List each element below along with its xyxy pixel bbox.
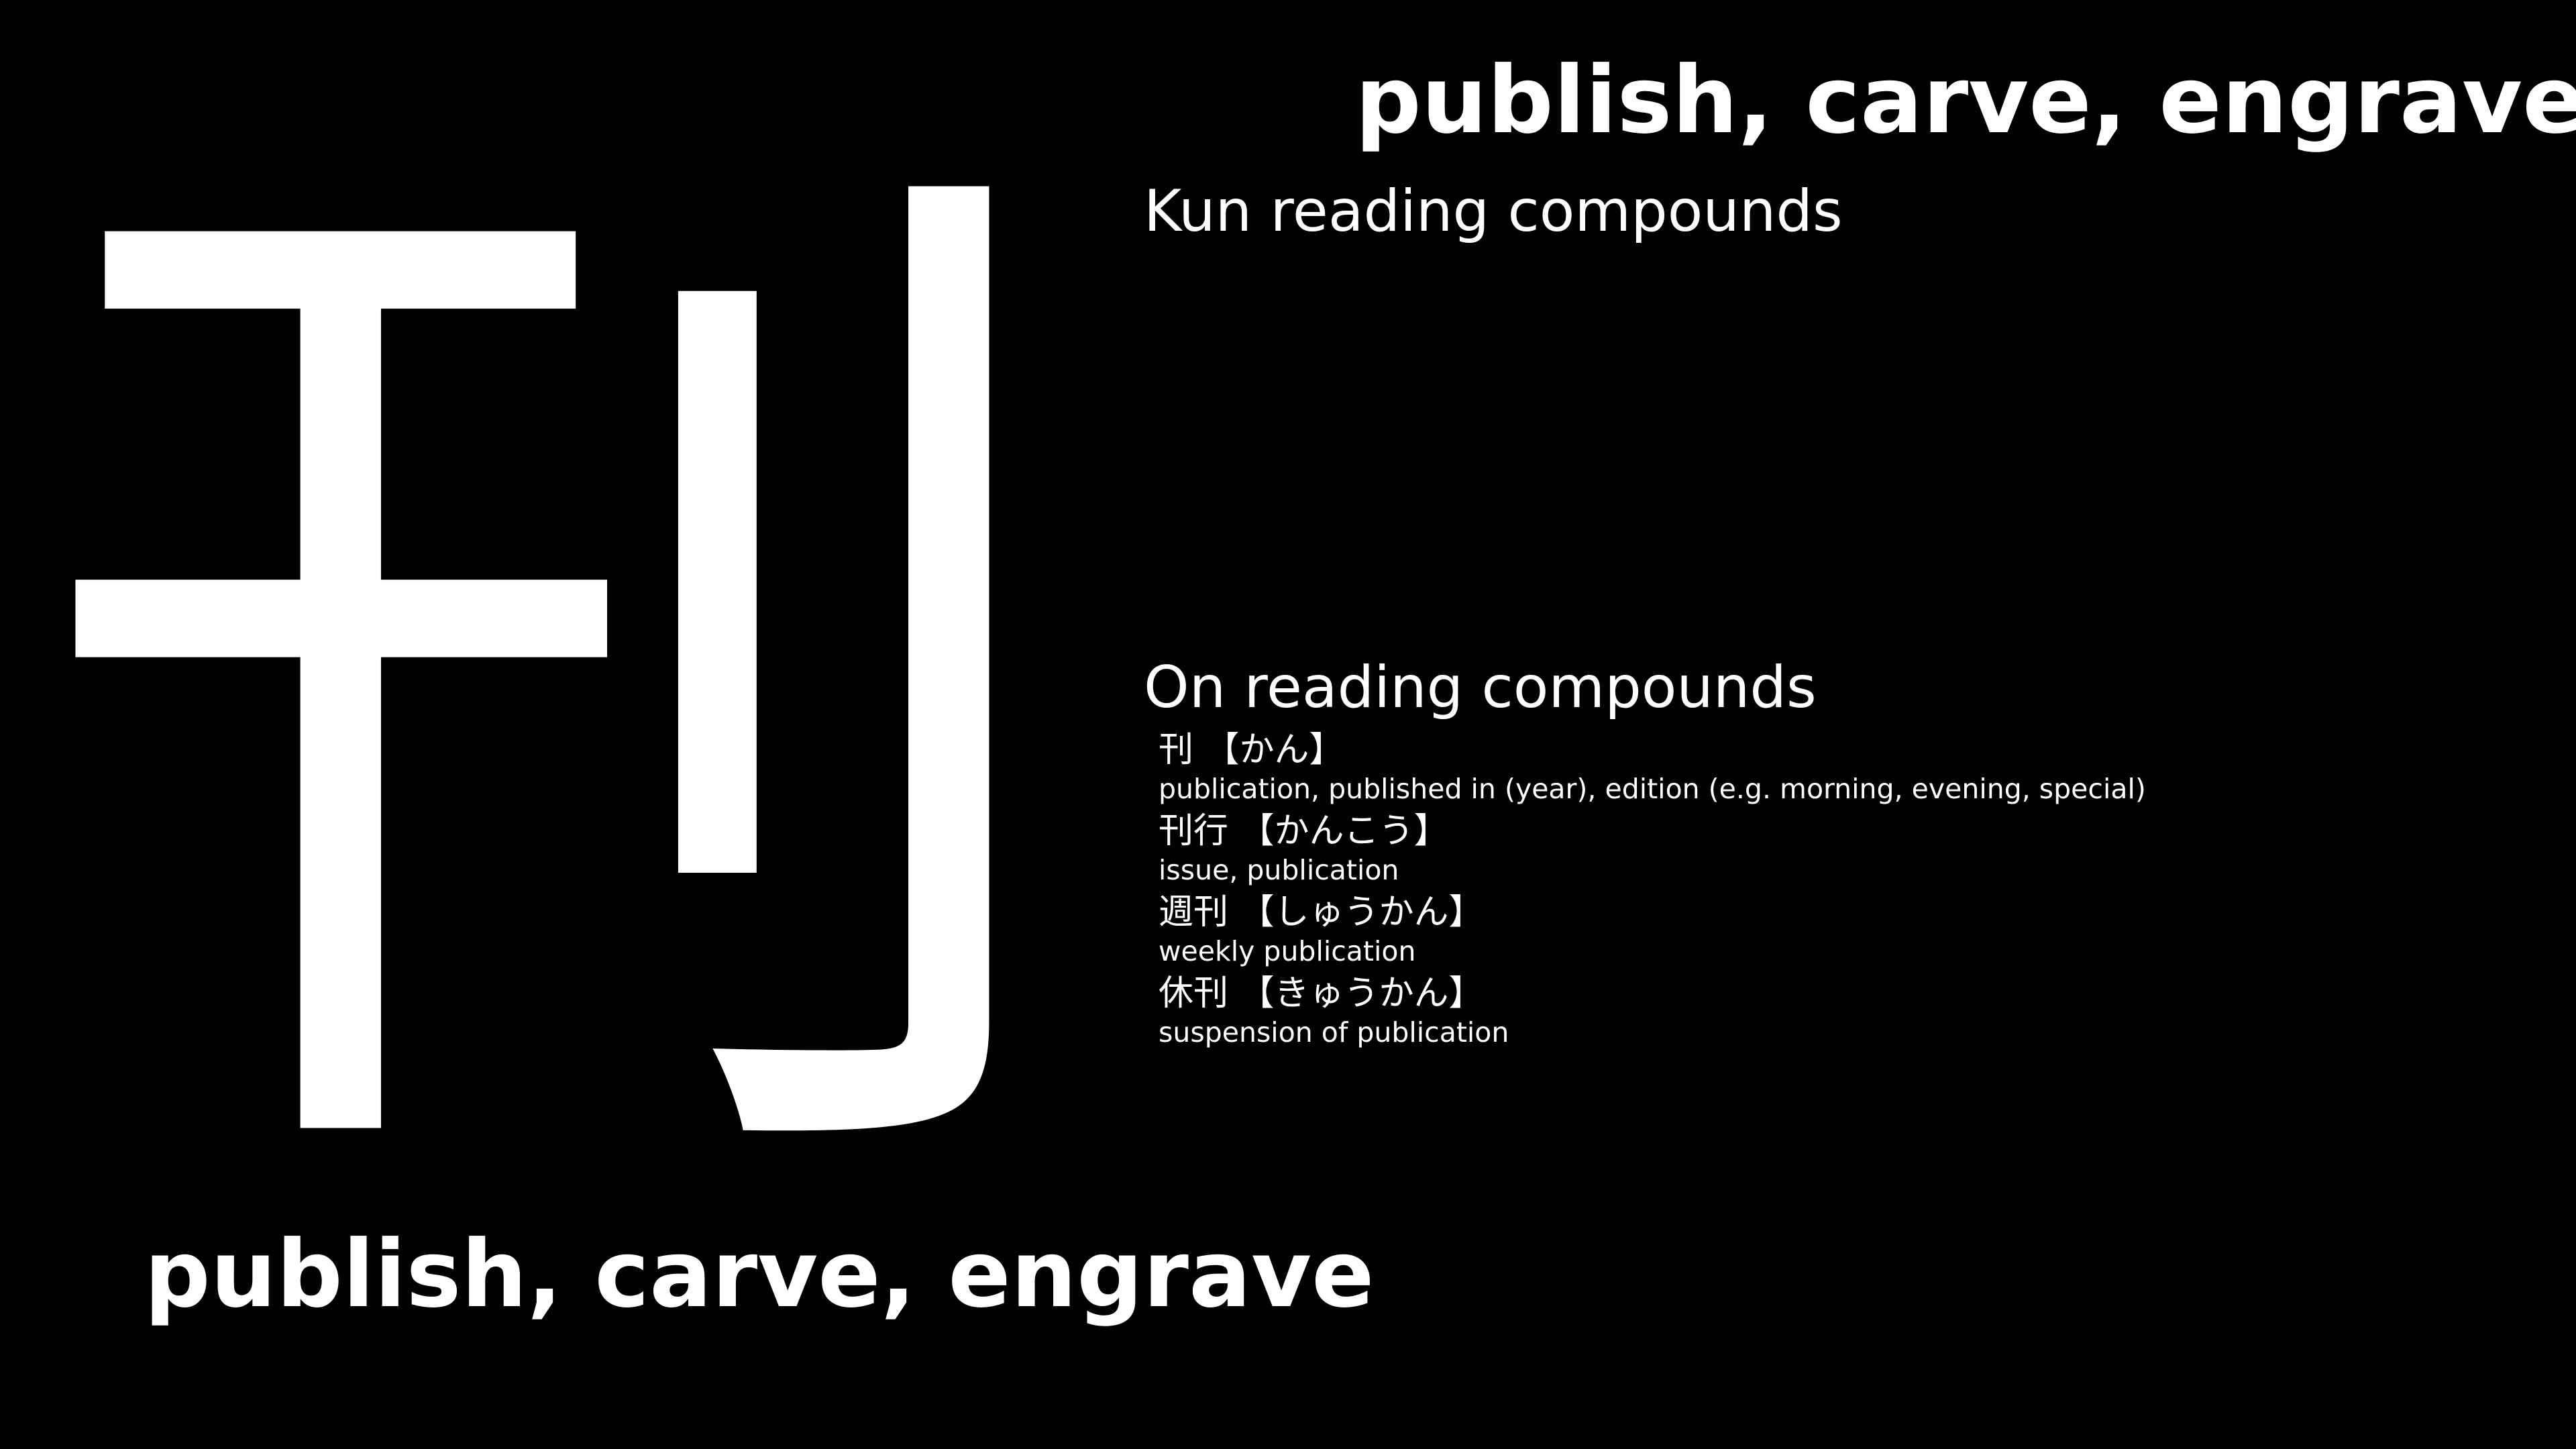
compound-term: 刊 【かん】 — [1159, 730, 1344, 770]
on-reading-heading: On reading compounds — [1144, 654, 1817, 721]
meaning-title-bottom: publish, carve, engrave — [144, 1220, 1375, 1328]
kanji-character: 刊 — [34, 75, 1080, 1293]
compound-item: 休刊 【きゅうかん】 suspension of publication — [1159, 971, 2500, 1053]
compound-term: 休刊 【きゅうかん】 — [1159, 973, 1484, 1014]
on-compound-list: 刊 【かん】 publication, published in (year),… — [1159, 728, 2500, 1053]
compound-item: 刊 【かん】 publication, published in (year),… — [1159, 728, 2500, 809]
compound-meaning: publication, published in (year), editio… — [1159, 773, 2146, 805]
compound-term: 刊行 【かんこう】 — [1159, 811, 1449, 851]
compound-term: 週刊 【しゅうかん】 — [1159, 892, 1484, 932]
meaning-title-top: publish, carve, engrave — [1355, 46, 2576, 154]
compound-meaning: suspension of publication — [1159, 1016, 1509, 1049]
kun-reading-heading: Kun reading compounds — [1144, 178, 1843, 245]
compound-item: 刊行 【かんこう】 issue, publication — [1159, 809, 2500, 890]
compound-meaning: issue, publication — [1159, 854, 1399, 886]
compound-item: 週刊 【しゅうかん】 weekly publication — [1159, 890, 2500, 971]
compound-meaning: weekly publication — [1159, 935, 1416, 967]
